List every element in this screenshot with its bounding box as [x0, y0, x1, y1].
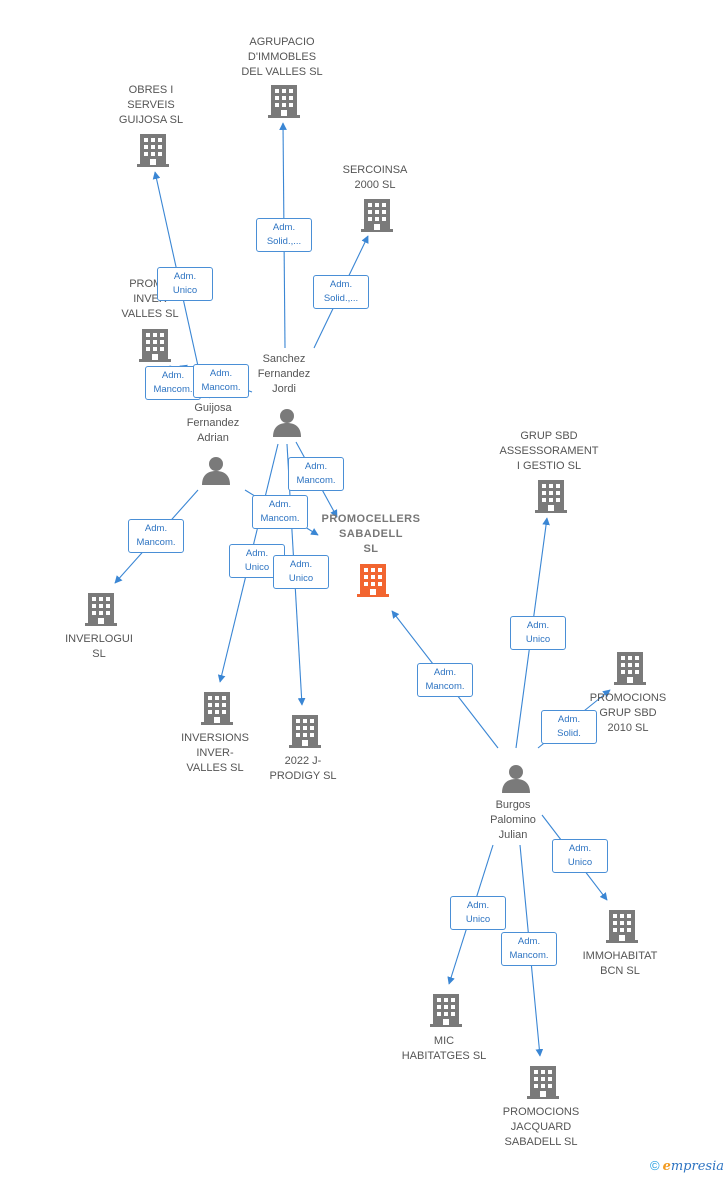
building-icon-obres[interactable] [137, 134, 169, 167]
person-label-sanchez[interactable]: Sanchez Fernandez Jordi [257, 353, 311, 395]
building-icon-prodigy[interactable] [289, 715, 321, 748]
building-icon-agrupacio[interactable] [268, 85, 300, 118]
company-label-promo_inver[interactable]: PROMO INVER VALLES SL [121, 278, 179, 320]
relation-label-sanchez-promo_inver[interactable]: Adm. Mancom. [193, 364, 249, 398]
relation-label-sanchez-prodigy[interactable]: Adm. Unico [273, 555, 329, 589]
person-icon-sanchez[interactable] [273, 409, 301, 437]
relation-label-guijosa-inverlogui[interactable]: Adm. Mancom. [128, 519, 184, 553]
company-label-mic[interactable]: MIC HABITATGES SL [401, 1035, 487, 1062]
company-label-sercoinsa[interactable]: SERCOINSA 2000 SL [342, 164, 408, 191]
person-label-guijosa[interactable]: Guijosa Fernandez Adrian [186, 402, 240, 444]
building-icon-inverlogui[interactable] [85, 593, 117, 626]
relation-label-guijosa-obres[interactable]: Adm. Unico [157, 267, 213, 301]
person-label-burgos[interactable]: Burgos Palomino Julian [490, 799, 536, 841]
relation-label-sanchez-agrupacio[interactable]: Adm. Solid.,... [256, 218, 312, 252]
company-label-agrupacio[interactable]: AGRUPACIO D'IMMOBLES DEL VALLES SL [241, 36, 323, 78]
brand-logo: empresia [662, 1159, 724, 1174]
building-icon-promo_inver[interactable] [139, 329, 171, 362]
company-label-inversions[interactable]: INVERSIONS INVER- VALLES SL [181, 732, 249, 774]
center-company-label[interactable]: PROMOCELLERS SABADELL SL [321, 513, 421, 555]
building-icon-promogrup[interactable] [614, 652, 646, 685]
company-label-grupsbd[interactable]: GRUP SBD ASSESSORAMENT I GESTIO SL [499, 430, 599, 472]
person-icon-guijosa[interactable] [202, 457, 230, 485]
company-label-inverlogui[interactable]: INVERLOGUI SL [65, 633, 133, 660]
company-label-promogrup[interactable]: PROMOCIONS GRUP SBD 2010 SL [589, 692, 667, 734]
company-label-jacquard[interactable]: PROMOCIONS JACQUARD SABADELL SL [502, 1106, 580, 1148]
relation-label-burgos-mic[interactable]: Adm. Unico [450, 896, 506, 930]
building-icon-jacquard[interactable] [527, 1066, 559, 1099]
relation-label-burgos-promogrup[interactable]: Adm. Solid. [541, 710, 597, 744]
relation-label-burgos-center[interactable]: Adm. Mancom. [417, 663, 473, 697]
building-icon-center[interactable] [357, 564, 389, 597]
building-icon-mic[interactable] [430, 994, 462, 1027]
person-icon-burgos[interactable] [502, 765, 530, 793]
relation-label-burgos-grupsbd[interactable]: Adm. Unico [510, 616, 566, 650]
relation-label-guijosa-center[interactable]: Adm. Mancom. [252, 495, 308, 529]
relation-label-burgos-immohabitat[interactable]: Adm. Unico [552, 839, 608, 873]
building-icon-immohabitat[interactable] [606, 910, 638, 943]
copyright-icon: © [649, 1158, 660, 1173]
building-icon-sercoinsa[interactable] [361, 199, 393, 232]
relation-label-guijosa-promo_inver[interactable]: Adm. Mancom. [145, 366, 201, 400]
company-label-prodigy[interactable]: 2022 J- PRODIGY SL [269, 755, 337, 782]
relation-label-burgos-jacquard[interactable]: Adm. Mancom. [501, 932, 557, 966]
company-label-obres[interactable]: OBRES I SERVEIS GUIJOSA SL [118, 84, 184, 126]
building-icon-grupsbd[interactable] [535, 480, 567, 513]
relation-label-sanchez-center[interactable]: Adm. Mancom. [288, 457, 344, 491]
company-label-immohabitat[interactable]: IMMOHABITAT BCN SL [582, 950, 658, 977]
building-icon-inversions[interactable] [201, 692, 233, 725]
relation-label-sanchez-sercoinsa[interactable]: Adm. Solid.,... [313, 275, 369, 309]
footer-brand[interactable]: ©empresia [650, 1158, 724, 1174]
